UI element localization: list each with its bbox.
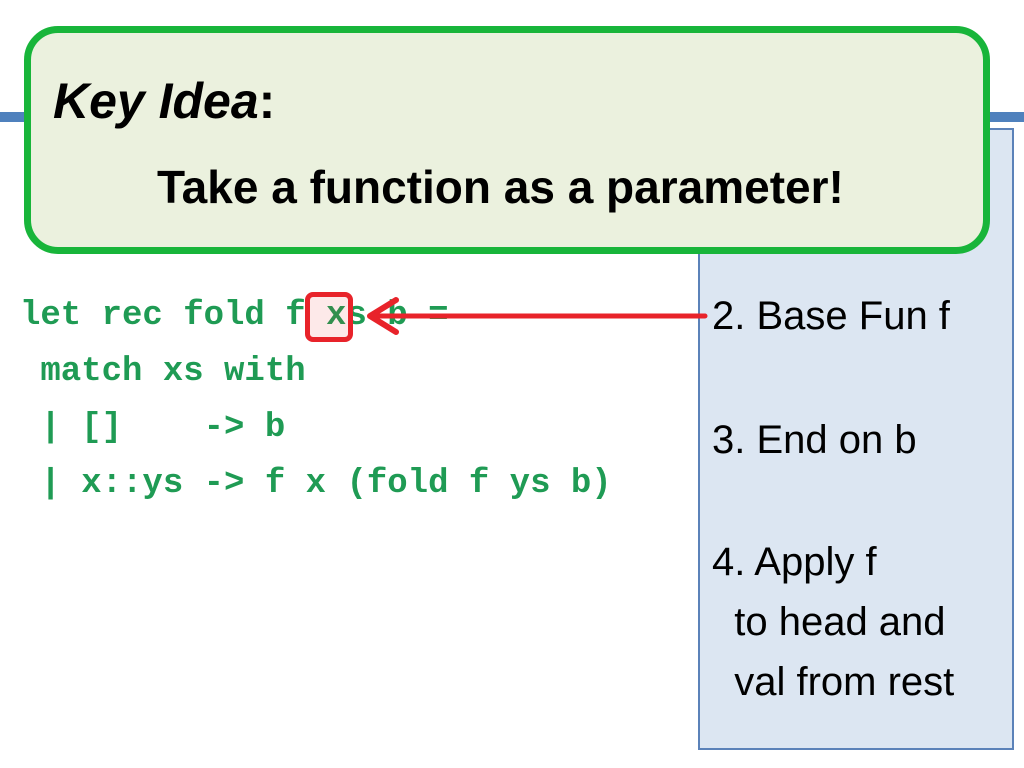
step-apply-f: 4. Apply f to head and val from rest	[712, 540, 955, 704]
code-line: match xs with	[20, 353, 306, 391]
key-idea-text: Take a function as a parameter!	[157, 161, 844, 213]
code-block: let rec fold f xs b = match xs with | []…	[20, 288, 612, 512]
step-base-fun: 2. Base Fun f	[712, 294, 950, 338]
parameter-highlight-box	[305, 292, 353, 342]
key-idea-callout: Key Idea: Take a function as a parameter…	[24, 26, 990, 254]
step-end-on-b: 3. End on b	[712, 418, 917, 462]
code-line: | [] -> b	[20, 409, 286, 447]
key-idea-label: Key Idea	[53, 73, 259, 129]
code-line: let rec fold f xs b =	[20, 297, 449, 335]
code-line: | x::ys -> f x (fold f ys b)	[20, 465, 612, 503]
key-idea-colon: :	[258, 73, 276, 129]
key-idea-heading: Key Idea:	[53, 71, 275, 131]
